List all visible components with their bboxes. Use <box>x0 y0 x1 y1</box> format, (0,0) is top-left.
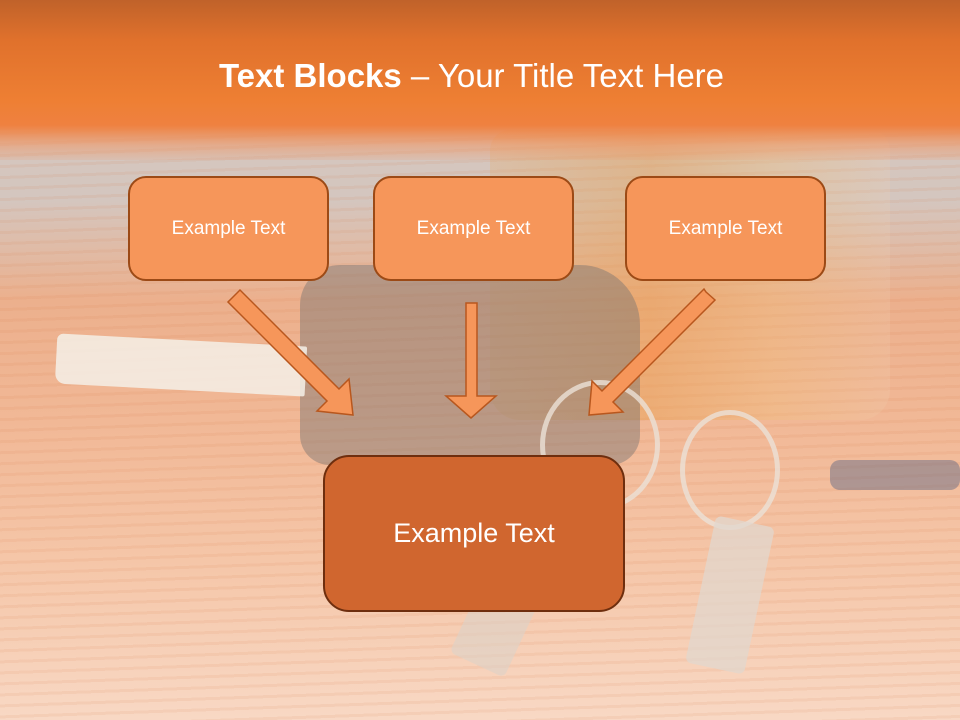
text-block-1[interactable]: Example Text <box>128 176 329 281</box>
text-block-3[interactable]: Example Text <box>625 176 826 281</box>
title-band <box>0 0 960 160</box>
text-block-label: Example Text <box>668 217 783 239</box>
text-block-label: Example Text <box>416 217 531 239</box>
text-block-2[interactable]: Example Text <box>373 176 574 281</box>
center-text-block[interactable]: Example Text <box>323 455 625 612</box>
center-block-label: Example Text <box>393 518 555 548</box>
arrow-down-left-icon <box>588 287 717 416</box>
key-strap <box>830 460 960 490</box>
title-rest: Your Title Text Here <box>437 57 725 94</box>
arrow-down-right-icon <box>226 288 354 416</box>
title-separator: – <box>401 57 438 94</box>
text-block-label: Example Text <box>171 217 286 239</box>
arrow-down-icon <box>444 302 498 419</box>
title-bold-part: Text Blocks <box>218 57 402 94</box>
slide-title: Text Blocks – Your Title Text Here <box>0 54 943 98</box>
